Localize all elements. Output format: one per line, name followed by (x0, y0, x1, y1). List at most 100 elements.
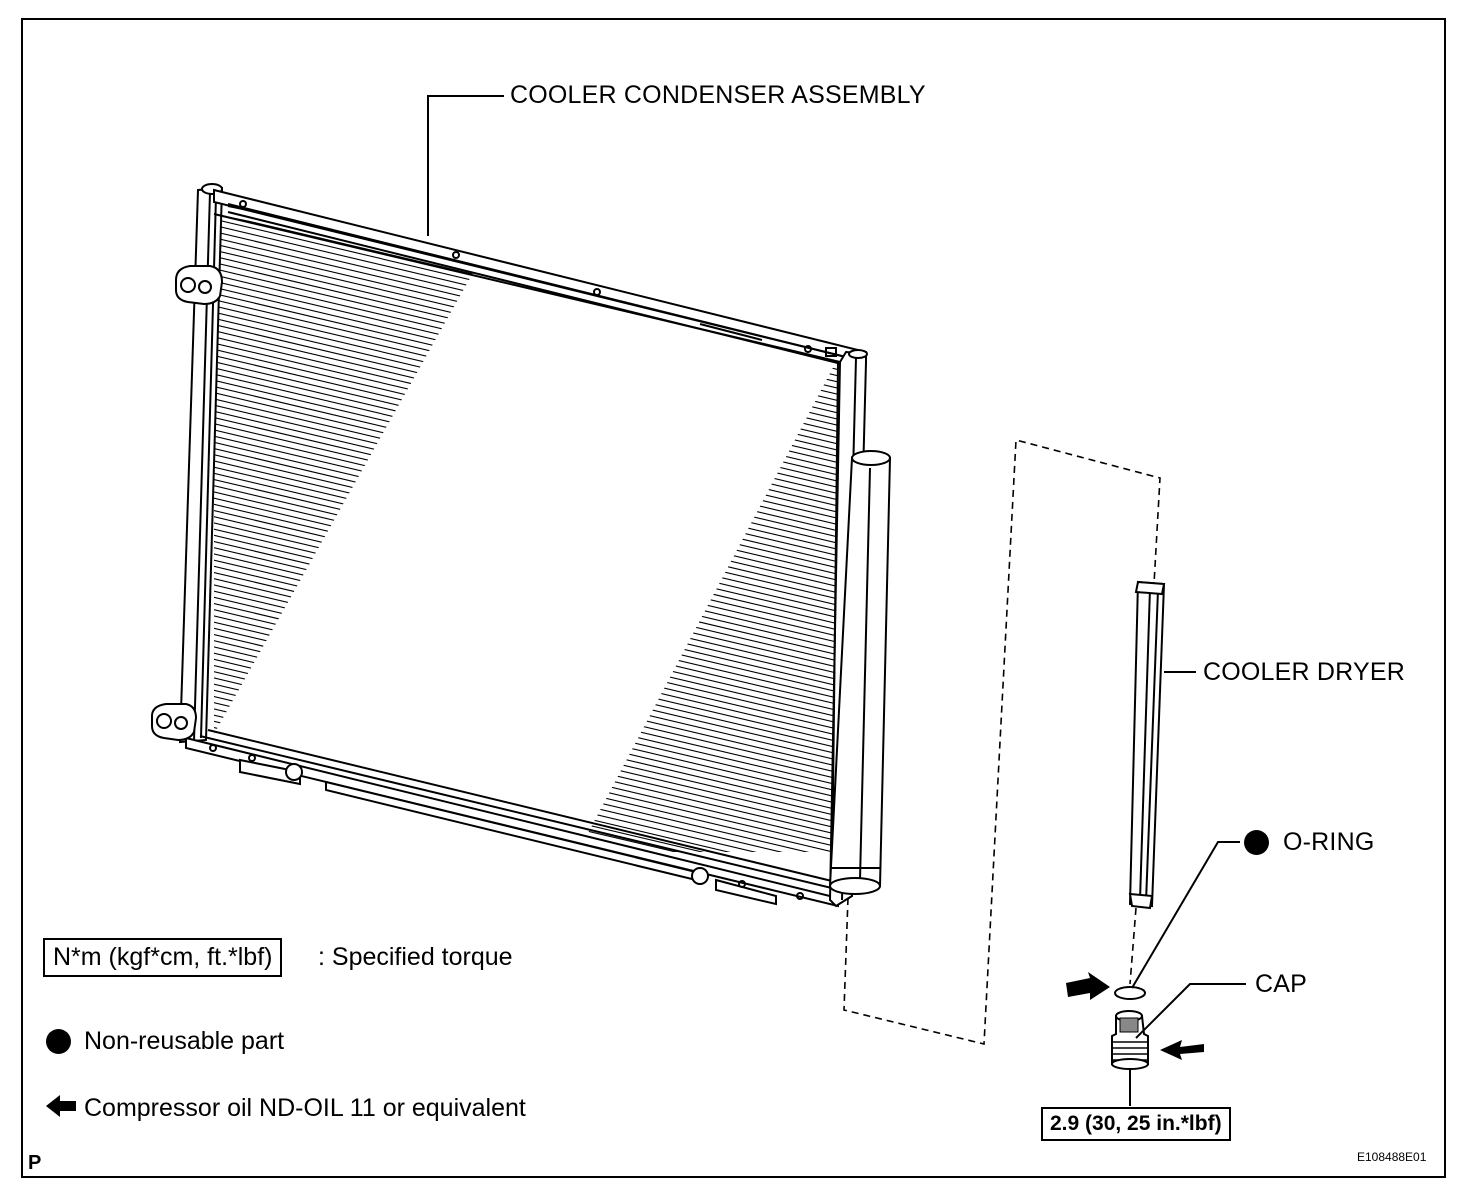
fin-line (578, 714, 838, 781)
fin-line (214, 236, 478, 304)
fin-line (578, 522, 838, 589)
fin-line (578, 547, 838, 613)
fin-line (578, 392, 838, 458)
fin-line (578, 398, 838, 465)
fin-line (578, 851, 838, 852)
fin-line (214, 428, 478, 496)
fin-line (214, 316, 478, 385)
fin-line (578, 572, 838, 638)
fin-line (214, 695, 478, 734)
fin-line (214, 484, 478, 552)
oil-arrow-oring-icon (1066, 972, 1110, 1000)
fin-line (214, 608, 478, 676)
fin-line (214, 310, 478, 378)
fin-line (214, 223, 478, 292)
fin-line (578, 758, 838, 824)
fin-line (214, 583, 478, 651)
fin-line (578, 646, 838, 713)
fin-line (578, 677, 838, 744)
fin-line (578, 634, 838, 700)
fin-line (214, 670, 478, 734)
fin-line (214, 657, 478, 726)
page-marker: P (28, 1152, 42, 1174)
fin-line (214, 571, 478, 639)
fin-line (578, 752, 838, 818)
legend-oil-arrow-icon (46, 1095, 76, 1117)
fin-line (214, 279, 478, 347)
fin-line (214, 602, 478, 670)
fin-line (214, 329, 478, 397)
condenser-label: COOLER CONDENSER ASSEMBLY (510, 81, 926, 109)
fin-line (578, 683, 838, 750)
fin-line (578, 466, 838, 533)
fin-line (214, 261, 478, 329)
fin-line (214, 459, 478, 527)
fin-line (214, 354, 478, 422)
fin-line (578, 442, 838, 508)
fin-line (578, 491, 838, 558)
fin-line (214, 682, 478, 734)
cap-torque-box: 2.9 (30, 25 in.*lbf) (1041, 1107, 1231, 1141)
fin-line (578, 358, 838, 421)
fin-line (578, 435, 838, 502)
fin-line (578, 696, 838, 762)
fin-line (578, 708, 838, 775)
fin-line (578, 690, 838, 756)
fin-line (214, 521, 478, 589)
fin-line (214, 422, 478, 490)
fin-line (214, 447, 478, 515)
fin-line (214, 217, 478, 285)
fin-line (578, 652, 838, 719)
fin-line (214, 416, 478, 484)
fin-line (214, 533, 478, 602)
fin-line (214, 626, 478, 695)
fin-line (578, 448, 838, 514)
fin-line (578, 553, 838, 620)
condenser-fins-left (214, 214, 478, 734)
fin-line (214, 552, 478, 620)
fin-line (578, 609, 838, 675)
fin-line (578, 380, 838, 446)
fin-line (214, 409, 478, 478)
fin-line (214, 267, 478, 335)
fin-line (578, 417, 838, 483)
fin-line (578, 411, 838, 477)
fin-line (214, 335, 478, 403)
fin-line (578, 386, 838, 452)
condenser-fins-right (578, 358, 838, 852)
fin-line (578, 578, 838, 644)
fin-line (214, 546, 478, 614)
fin-line (578, 479, 838, 545)
fin-line (214, 540, 478, 608)
fin-line (578, 702, 838, 768)
fin-line (214, 564, 478, 633)
fin-line (214, 341, 478, 409)
fin-line (578, 745, 838, 812)
figure-frame (21, 18, 1446, 1178)
oring-label: O-RING (1283, 828, 1375, 856)
fin-line (578, 504, 838, 570)
fin-line (578, 820, 838, 852)
fin-line (214, 285, 478, 354)
fin-line (578, 454, 838, 520)
condenser-assembly-drawing (151, 183, 868, 908)
fin-line (578, 789, 838, 852)
fin-line (214, 292, 478, 360)
cooler-dryer-drawing (1128, 580, 1166, 910)
fin-line (214, 639, 478, 707)
fin-line (214, 509, 478, 577)
fin-line (214, 453, 478, 521)
fin-line (214, 577, 478, 645)
fin-line (578, 814, 838, 852)
fin-line (578, 358, 838, 415)
fin-line (578, 615, 838, 682)
legend-nonreusable-text: Non-reusable part (84, 1027, 285, 1055)
fin-line (578, 727, 838, 793)
fin-line (578, 739, 838, 806)
fin-line (578, 404, 838, 471)
leader-lines (427, 95, 1246, 1106)
fin-line (214, 465, 478, 533)
fin-line (214, 378, 478, 447)
fin-line (578, 528, 838, 595)
cooler-dryer-label: COOLER DRYER (1203, 658, 1405, 686)
